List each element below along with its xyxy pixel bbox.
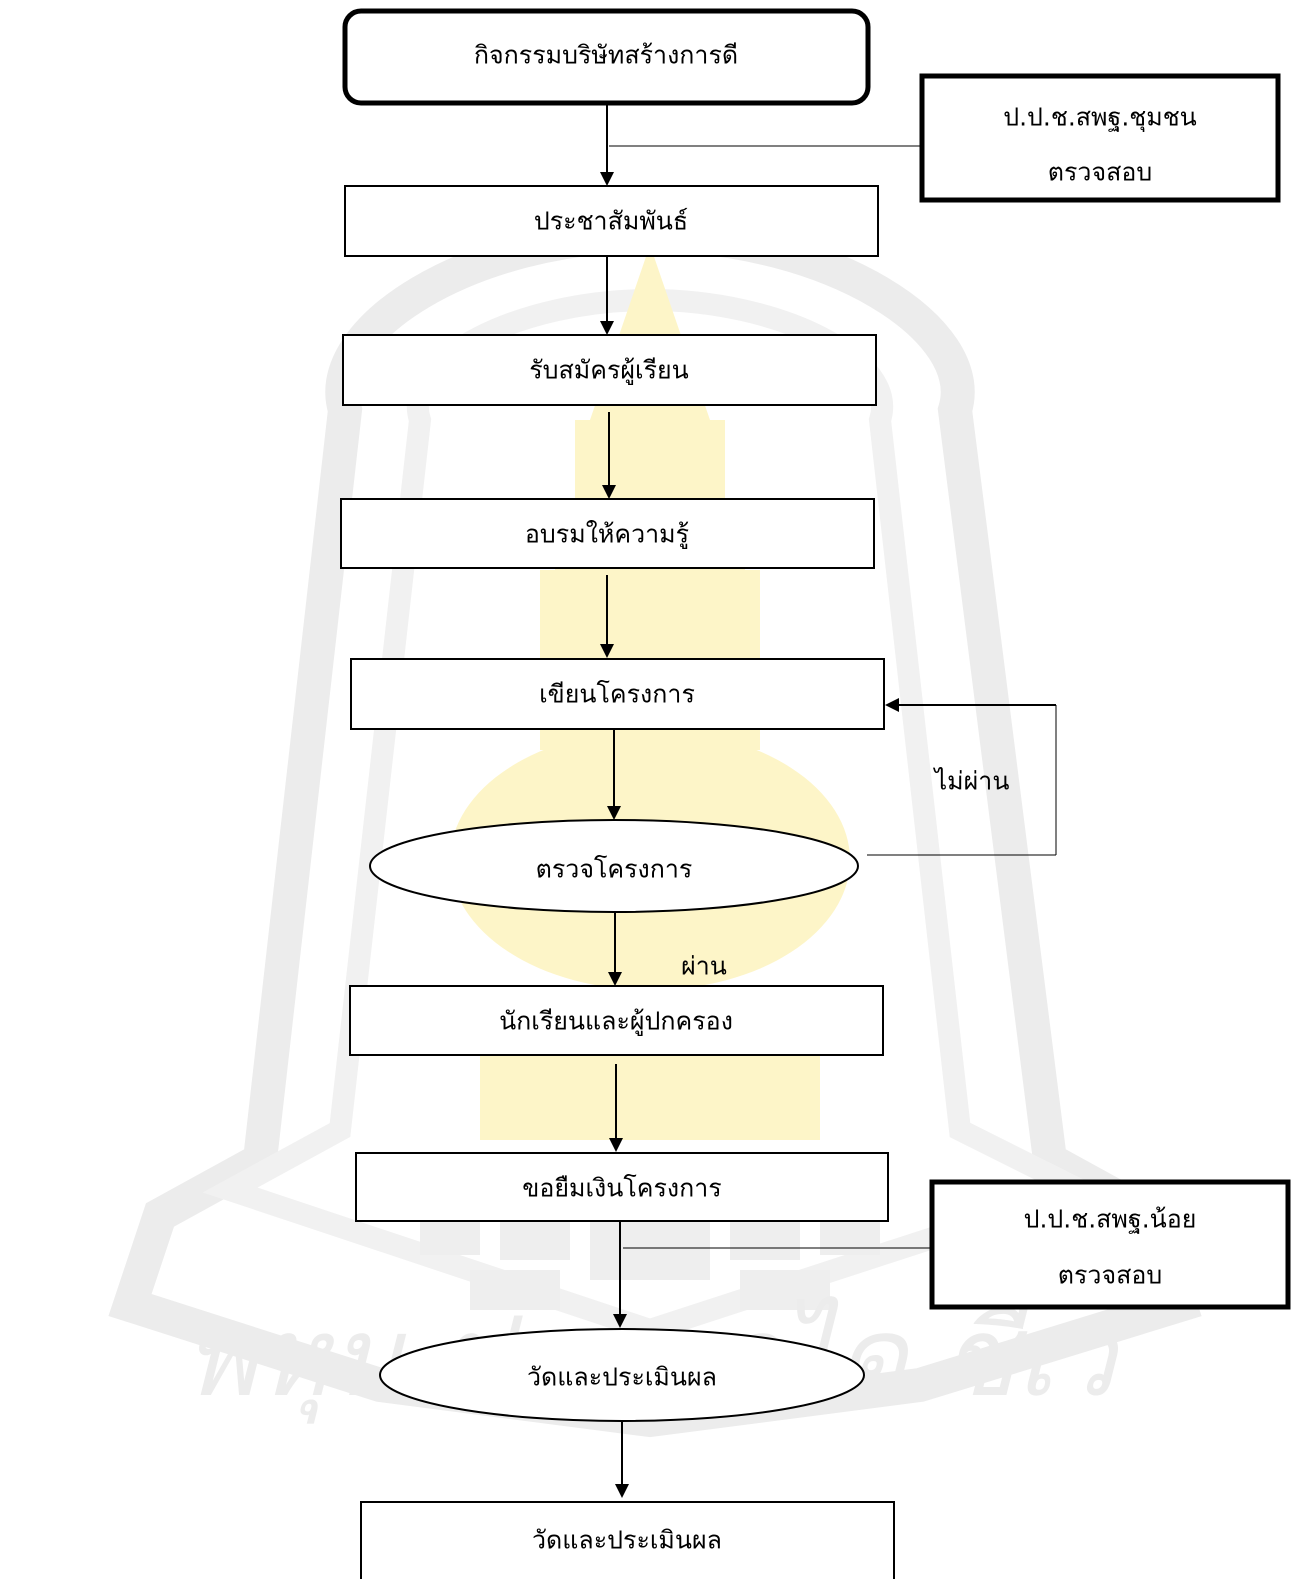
side-box-top: ป.ป.ช.สพฐ.ชุมชน ตรวจสอบ (919, 73, 1281, 203)
side-box-bottom: ป.ป.ช.สพฐ.น้อย ตรวจสอบ (929, 1179, 1291, 1310)
borrow-money-node-label: ขอยืมเงินโครงการ (522, 1174, 721, 1203)
side-box-bottom-line2: ตรวจสอบ (1058, 1261, 1163, 1290)
check-project-node-label: ตรวจโครงการ (536, 855, 693, 884)
evaluate-box-node: วัดและประเมินผล (360, 1501, 895, 1579)
train-node-label: อบรมให้ความรู้ (525, 520, 689, 550)
side-box-bottom-line1: ป.ป.ช.สพฐ.น้อย (1024, 1205, 1197, 1234)
check-project-node: ตรวจโครงการ (369, 819, 859, 913)
side-box-top-line2: ตรวจสอบ (1048, 158, 1153, 187)
train-node: อบรมให้ความรู้ (340, 498, 875, 569)
side-box-top-line1: ป.ป.ช.สพฐ.ชุมชน (1003, 103, 1197, 133)
evaluate-ellipse-node-label: วัดและประเมินผล (527, 1363, 717, 1392)
register-node: รับสมัครผู้เรียน (342, 334, 877, 406)
students-parents-node: นักเรียนและผู้ปกครอง (349, 985, 884, 1056)
register-node-label: รับสมัครผู้เรียน (529, 356, 689, 386)
borrow-money-node: ขอยืมเงินโครงการ (355, 1152, 889, 1222)
fail-label: ไม่ผ่าน (933, 767, 1010, 796)
evaluate-box-node-label: วัดและประเมินผล (532, 1526, 722, 1555)
write-project-node: เขียนโครงการ (350, 658, 885, 730)
publicize-node: ประชาสัมพันธ์ (344, 185, 879, 257)
evaluate-ellipse-node: วัดและประเมินผล (379, 1328, 865, 1422)
publicize-node-label: ประชาสัมพันธ์ (534, 207, 688, 236)
start-node-label: กิจกรรมบริษัทสร้างการดี (474, 41, 738, 70)
write-project-node-label: เขียนโครงการ (539, 680, 695, 709)
start-node: กิจกรรมบริษัทสร้างการดี (342, 8, 871, 106)
pass-label: ผ่าน (681, 952, 727, 981)
students-parents-node-label: นักเรียนและผู้ปกครอง (499, 1007, 733, 1037)
